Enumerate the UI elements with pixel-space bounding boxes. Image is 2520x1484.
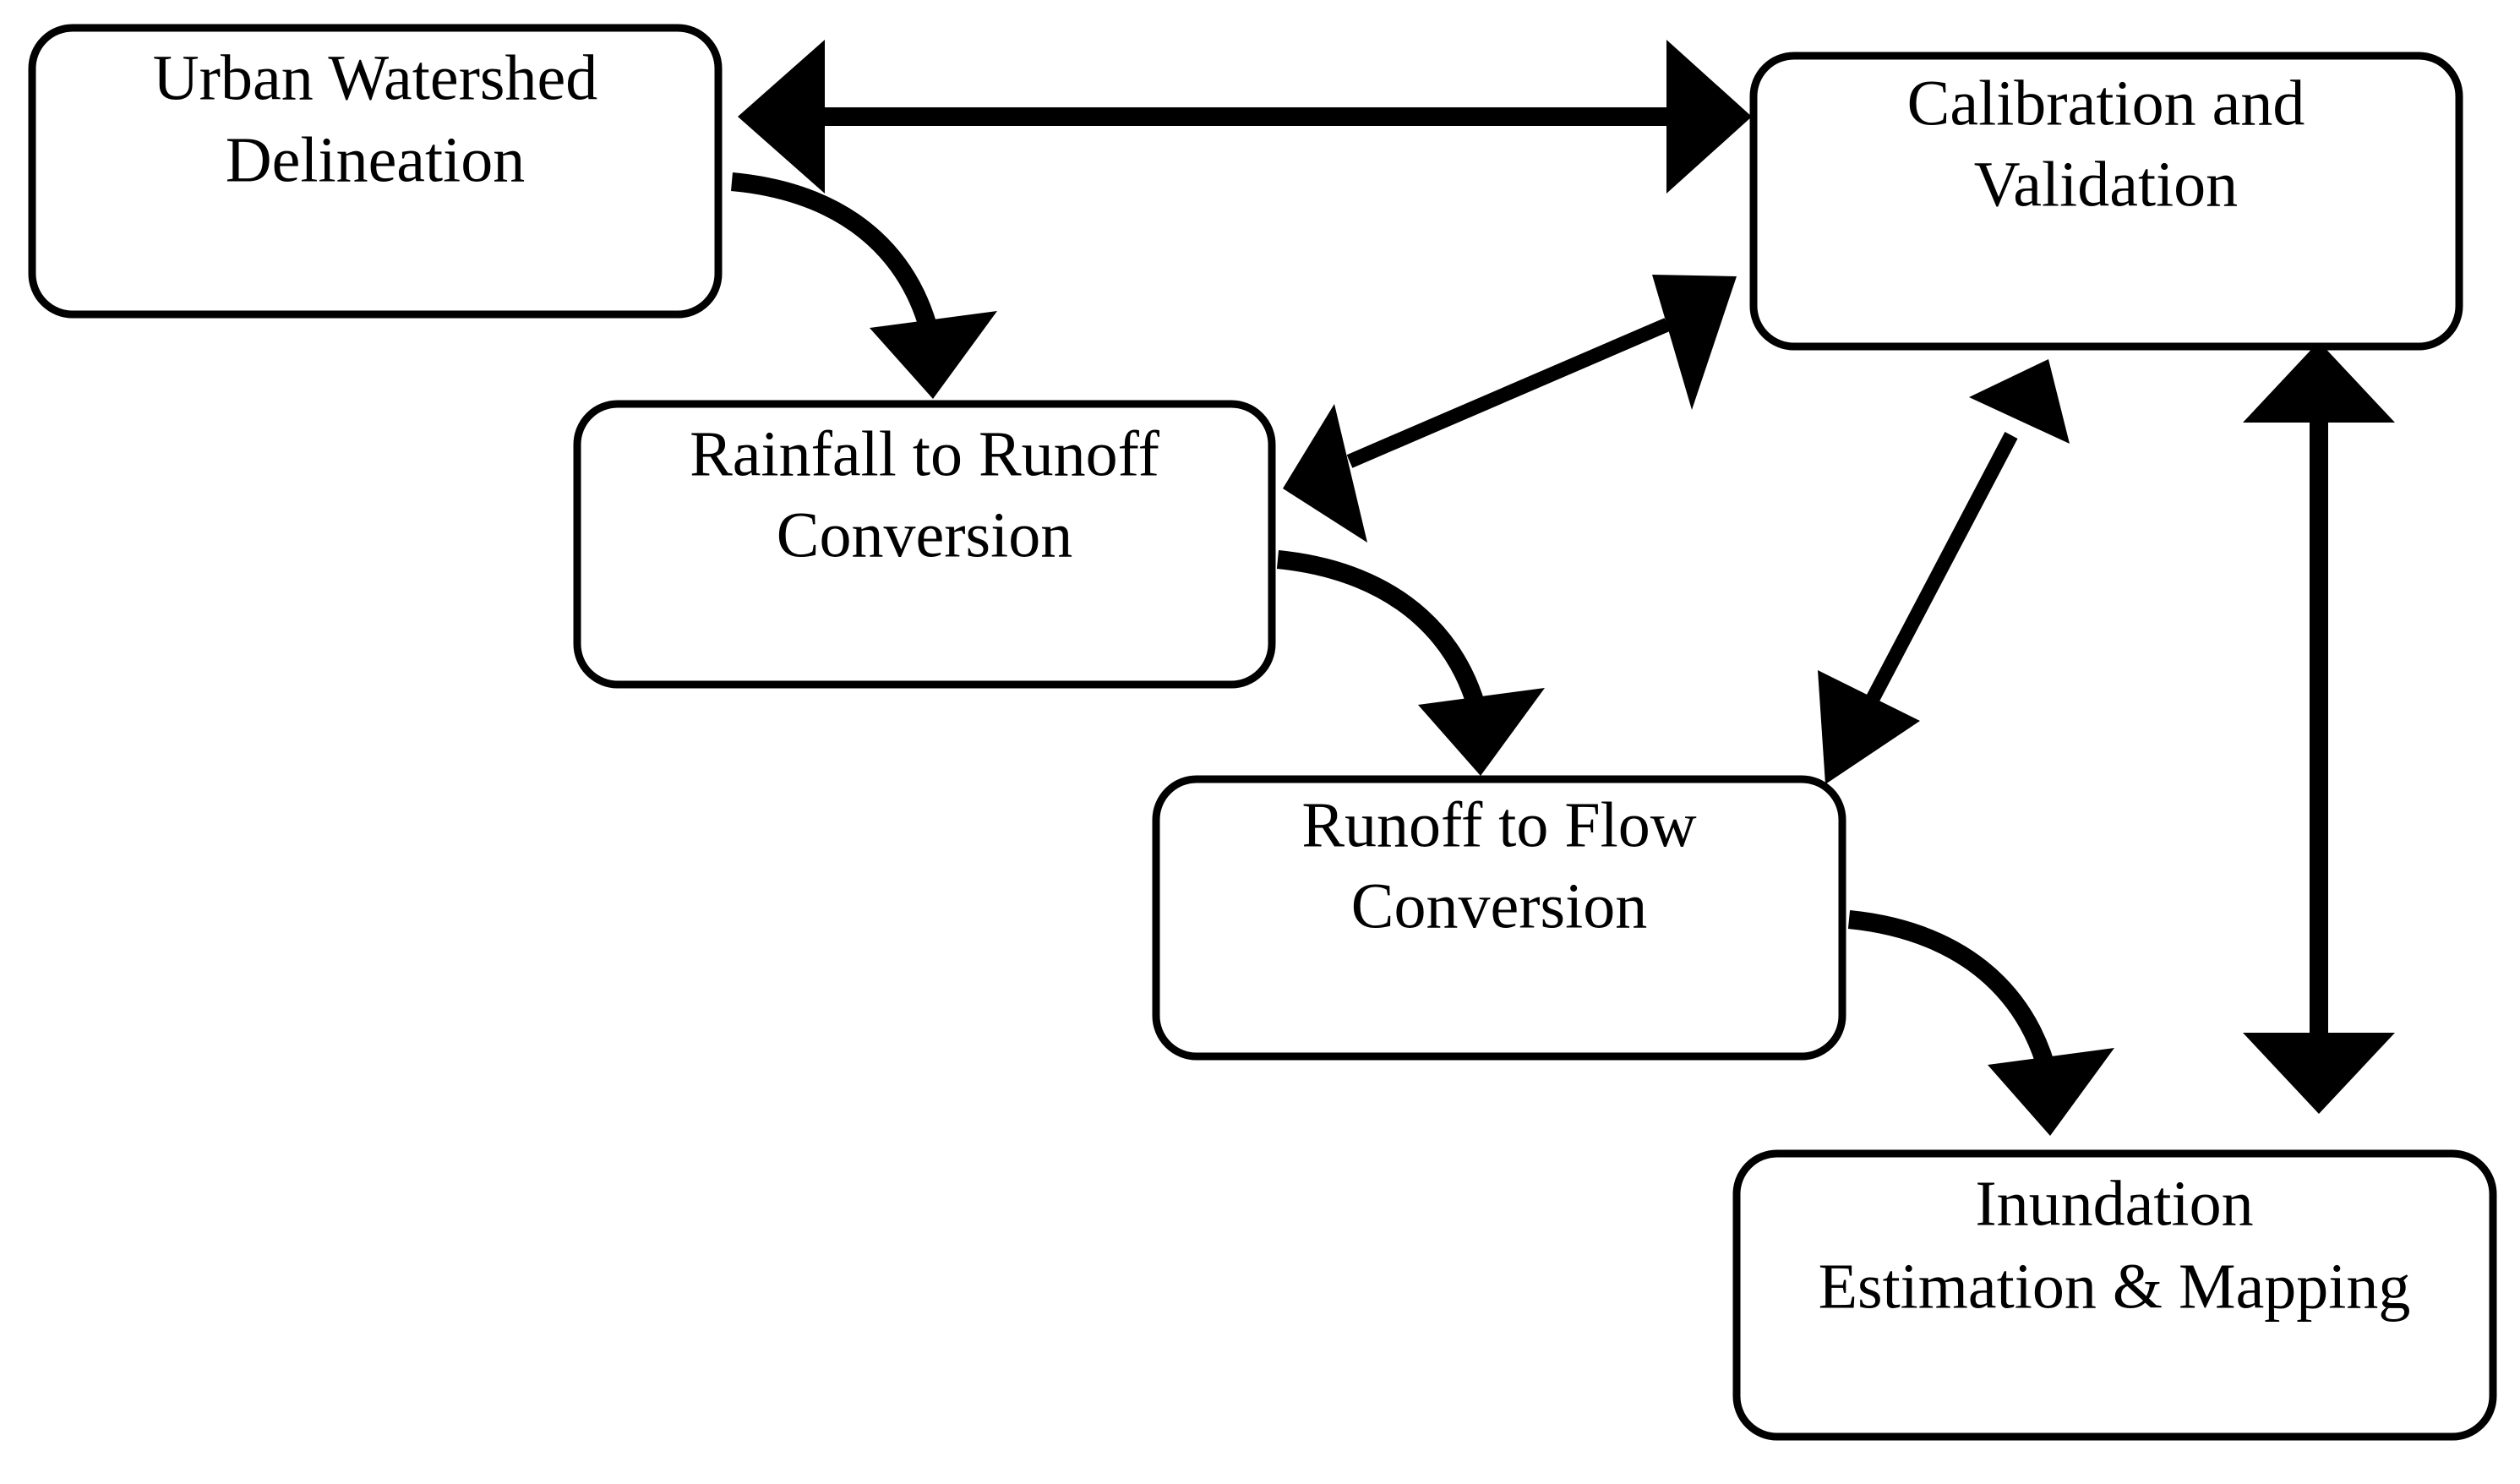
node-inundation-estimation-and-mapping-line-2: Estimation & Mapping — [1819, 1251, 2411, 1322]
node-runoff-to-flow-conversion-shape[interactable] — [1152, 775, 1846, 1061]
edge-rainfall-calibration — [1283, 275, 1737, 543]
edge-inundation-calibration — [2243, 341, 2395, 1114]
node-inundation-estimation-and-mapping-line-1: Inundation — [1975, 1168, 2253, 1239]
node-runoff-to-flow-conversion[interactable]: Runoff to Flow Conversion — [1152, 775, 1846, 1061]
node-calibration-and-validation-line-2: Validation — [1974, 149, 2238, 220]
node-calibration-and-validation-line-1: Calibration and — [1907, 68, 2305, 139]
node-urban-watershed-delineation-line-2: Delineation — [226, 124, 526, 195]
node-inundation-estimation-and-mapping[interactable]: Inundation Estimation & Mapping — [1732, 1149, 2497, 1441]
node-rainfall-to-runoff-conversion-line-2: Conversion — [777, 499, 1072, 570]
edge-rainfall-calibration-head-lower — [1283, 404, 1367, 543]
node-rainfall-to-runoff-conversion-shape[interactable] — [573, 400, 1276, 689]
node-urban-watershed-delineation-shape[interactable] — [28, 24, 723, 319]
node-urban-watershed-delineation[interactable]: Urban Watershed Delineation — [28, 24, 723, 319]
edge-runoff-calibration-shaft — [1858, 432, 2018, 717]
node-rainfall-to-runoff-conversion-line-1: Rainfall to Runoff — [690, 418, 1160, 489]
node-runoff-to-flow-conversion-line-2: Conversion — [1351, 870, 1647, 941]
edge-rainfall-runoff-head — [1418, 688, 1545, 776]
edge-rainfall-calibration-shaft — [1346, 318, 1671, 468]
edge-runoff-inundation-head — [1988, 1048, 2114, 1136]
edge-watershed-rainfall — [731, 172, 997, 399]
edge-runoff-inundation — [1847, 910, 2114, 1136]
edge-inundation-calibration-head-up — [2243, 341, 2395, 423]
node-inundation-estimation-and-mapping-shape[interactable] — [1732, 1149, 2497, 1441]
edge-runoff-calibration — [1818, 359, 2070, 784]
node-calibration-and-validation[interactable]: Calibration and Validation — [1749, 52, 2463, 351]
edge-rainfall-calibration-head-upper — [1652, 275, 1737, 410]
edge-runoff-calibration-head-upper — [1969, 359, 2070, 444]
edge-watershed-calibration-head-right — [1666, 40, 1752, 194]
edge-inundation-calibration-head-down — [2243, 1033, 2395, 1114]
edge-runoff-calibration-head-lower — [1818, 670, 1920, 784]
node-runoff-to-flow-conversion-line-1: Runoff to Flow — [1301, 789, 1696, 860]
node-rainfall-to-runoff-conversion[interactable]: Rainfall to Runoff Conversion — [573, 400, 1276, 689]
node-urban-watershed-delineation-line-1: Urban Watershed — [153, 42, 597, 113]
edge-rainfall-runoff — [1276, 550, 1545, 776]
edge-watershed-calibration-head-left — [738, 40, 825, 194]
node-calibration-and-validation-shape[interactable] — [1749, 52, 2463, 351]
edge-watershed-rainfall-head — [870, 311, 997, 399]
edge-watershed-calibration — [738, 40, 1752, 194]
